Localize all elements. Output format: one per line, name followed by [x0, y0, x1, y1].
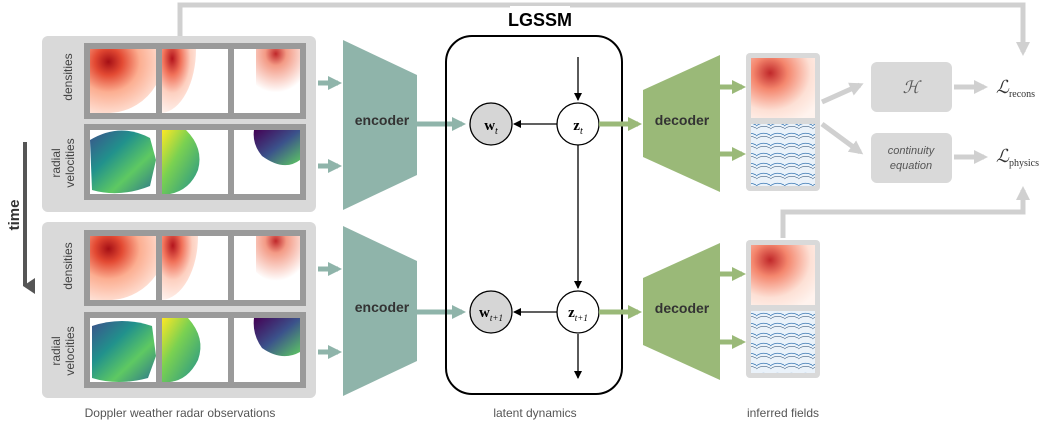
encoder-block-t: encoder: [343, 40, 417, 210]
row-label-radial: radial: [49, 148, 63, 177]
density-map: [162, 49, 197, 113]
svg-text:zt+1: zt+1: [568, 305, 588, 323]
decoder-block-t: decoder: [643, 55, 720, 192]
svg-text:zt: zt: [573, 118, 583, 137]
velocity-map: [92, 321, 156, 382]
caption-latent: latent dynamics: [493, 406, 576, 420]
inferred-density-map: [751, 245, 815, 305]
continuity-label-line2: equation: [890, 160, 932, 172]
observation-panel-t: densities radial velocities: [42, 36, 316, 212]
lgssm-box: [445, 35, 623, 395]
decoder-label: decoder: [655, 300, 710, 316]
lgssm-title: LGSSM: [508, 10, 572, 30]
velocity-map: [90, 130, 156, 194]
encoder-label: encoder: [355, 112, 410, 128]
inferred-density-map: [751, 58, 815, 118]
node-z-t: zt: [556, 102, 600, 146]
loss-physics: ℒphysics: [996, 146, 1039, 169]
inferred-fields-t1: [746, 240, 820, 378]
velocity-map: [253, 318, 300, 357]
caption-inferred: inferred fields: [747, 406, 819, 420]
svg-text:wt+1: wt+1: [479, 305, 503, 323]
decoder-block-t1: decoder: [643, 243, 720, 380]
node-w-t1: wt+1: [469, 290, 513, 334]
row-label-densities: densities: [61, 242, 75, 289]
observation-panel-t1: densities radial velocities: [42, 222, 316, 398]
time-label: time: [6, 200, 23, 231]
density-map: [256, 49, 300, 98]
decoder-label: decoder: [655, 112, 710, 128]
h-operator-label: ℋ: [903, 78, 923, 97]
row-label-radial: radial: [49, 336, 63, 365]
physics-feedback-arrow: [780, 186, 1030, 238]
svg-text:wt: wt: [484, 118, 498, 137]
caption-observations: Doppler weather radar observations: [85, 406, 276, 420]
inferred-fields-t: [746, 53, 820, 191]
continuity-label-line1: continuity: [888, 145, 936, 157]
row-label-velocities: velocities: [63, 326, 77, 375]
node-w-t: wt: [469, 102, 513, 146]
density-map: [162, 236, 199, 300]
recons-feedback-arrow: [177, 2, 1030, 56]
encoder-label: encoder: [355, 299, 410, 315]
h-operator-box: ℋ: [871, 62, 952, 112]
inferred-velocity-streamlines: [751, 311, 815, 373]
density-map: [256, 236, 300, 286]
field-to-h-arrow: [820, 82, 864, 105]
row-label-densities: densities: [61, 53, 75, 100]
node-z-t1: zt+1: [556, 290, 600, 334]
velocity-map: [253, 130, 300, 166]
continuity-equation-box: continuity equation: [871, 133, 952, 183]
field-to-continuity-arrow: [820, 121, 864, 155]
velocity-map: [162, 130, 200, 194]
row-label-velocities: velocities: [63, 138, 77, 187]
inferred-velocity-streamlines: [751, 124, 815, 186]
density-map: [90, 236, 156, 300]
encoder-block-t1: encoder: [343, 226, 417, 396]
loss-recons: ℒrecons: [996, 77, 1035, 100]
velocity-map: [162, 318, 201, 382]
